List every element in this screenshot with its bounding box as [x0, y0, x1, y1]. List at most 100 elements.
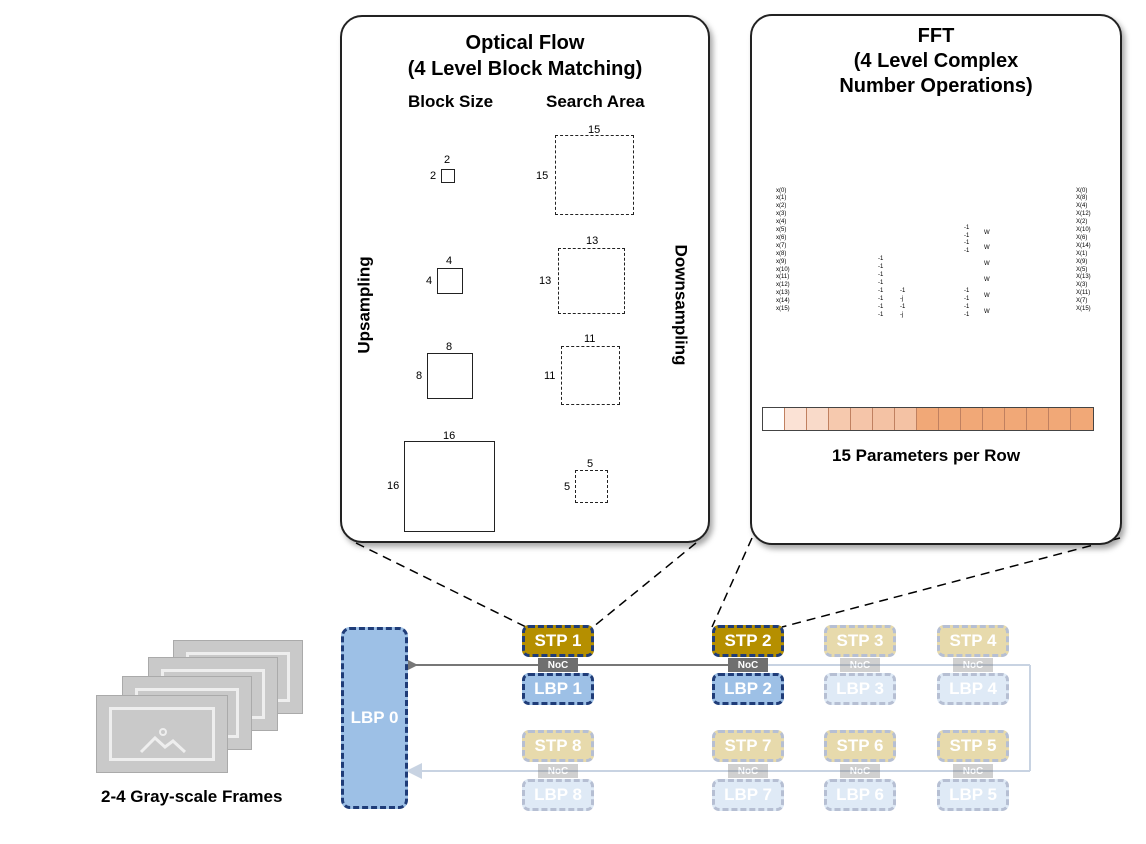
fft-output-label: X(7) — [1076, 298, 1088, 305]
lbp-node-top-1: LBP 1 — [522, 673, 594, 705]
search-square-13 — [558, 248, 625, 314]
block-square-2 — [441, 169, 455, 183]
fft-minus-one: -1 — [878, 303, 884, 310]
fft-output-label: X(8) — [1076, 195, 1088, 202]
parameter-cell — [851, 408, 873, 430]
parameter-cell — [873, 408, 895, 430]
fft-input-label: x(6) — [776, 234, 787, 241]
parameter-cell — [1027, 408, 1049, 430]
fft-minus-one: -1 — [878, 272, 884, 278]
fft-subtitle-line2: Number Operations) — [839, 75, 1033, 97]
search-13-top-label: 13 — [586, 235, 599, 247]
fft-output-label: X(4) — [1076, 203, 1088, 210]
stp-node-top-2: STP 2 — [712, 625, 784, 657]
fft-input-label: x(3) — [776, 211, 787, 218]
fft-input-label: x(1) — [776, 195, 787, 202]
fft-output-label: X(6) — [1076, 234, 1088, 241]
block-16-top-label: 16 — [443, 430, 456, 442]
fft-output-label: X(2) — [1076, 219, 1088, 226]
fft-minus-j: -1 — [900, 287, 906, 294]
optical-flow-subtitle: (4 Level Block Matching) — [407, 58, 643, 80]
fft-panel: FFT (4 Level Complex Number Operations) — [750, 14, 1122, 545]
search-11-left-label: 11 — [544, 370, 556, 382]
noc-router: NoC — [953, 764, 993, 778]
optical-flow-panel: Optical Flow (4 Level Block Matching) Bl… — [340, 15, 710, 543]
zoom-line-of-left — [355, 542, 527, 628]
fft-twiddle: W — [984, 276, 990, 283]
parameter-cell — [895, 408, 917, 430]
fft-subtitle-line1: (4 Level Complex — [853, 50, 1019, 72]
fft-output-label: X(5) — [1076, 266, 1088, 273]
search-15-left-label: 15 — [536, 170, 549, 182]
fft-output-label: X(9) — [1076, 258, 1088, 265]
block-4-top-label: 4 — [446, 255, 453, 267]
parameter-cell — [1005, 408, 1027, 430]
image-icon — [139, 728, 187, 754]
block-square-4 — [437, 268, 463, 294]
block-size-header: Block Size — [408, 92, 494, 111]
stp-node-bottom-1: STP 8 — [522, 730, 594, 762]
fft-input-label: x(14) — [776, 298, 790, 305]
fft-minus-one: -1 — [878, 311, 884, 318]
stp-node-bottom-2: STP 7 — [712, 730, 784, 762]
block-square-16 — [404, 441, 495, 532]
search-15-top-label: 15 — [588, 124, 601, 136]
fft-twiddle: W — [984, 292, 990, 299]
noc-router: NoC — [728, 658, 768, 672]
parameter-cell — [1071, 408, 1093, 430]
lbp-node-top-3: LBP 3 — [824, 673, 896, 705]
fft-output-label: X(0) — [1076, 187, 1088, 194]
search-13-left-label: 13 — [539, 275, 552, 287]
noc-router: NoC — [840, 764, 880, 778]
lbp-node-top-2: LBP 2 — [712, 673, 784, 705]
fft-input-label: x(5) — [776, 227, 787, 233]
search-square-5 — [575, 470, 608, 503]
lbp-node-bottom-4: LBP 5 — [937, 779, 1009, 811]
search-area-header: Search Area — [546, 92, 645, 111]
fft-minus-one-stage3: -1 — [964, 232, 970, 239]
fft-output-label: X(14) — [1076, 242, 1091, 249]
fft-input-label: x(10) — [776, 266, 790, 273]
fft-input-label: x(4) — [776, 219, 787, 226]
fft-minus-one-stage3: -1 — [964, 240, 970, 247]
fft-input-label: x(11) — [776, 274, 790, 281]
parameter-cell — [983, 408, 1005, 430]
block-2-top-label: 2 — [444, 154, 451, 166]
downsampling-label: Downsampling — [671, 244, 691, 366]
search-11-top-label: 11 — [584, 333, 596, 345]
lbp-node-bottom-2: LBP 7 — [712, 779, 784, 811]
block-square-8 — [427, 353, 473, 399]
parameter-cell — [961, 408, 983, 430]
zoom-line-of-right — [592, 542, 697, 628]
noc-router: NoC — [728, 764, 768, 778]
stp-node-top-1: STP 1 — [522, 625, 594, 657]
noc-router: NoC — [953, 658, 993, 672]
block-4-left-label: 4 — [426, 275, 433, 287]
zoom-line-fft-right — [781, 537, 1121, 628]
fft-minus-j: -1 — [900, 303, 906, 310]
block-16-left-label: 16 — [387, 480, 400, 492]
fft-input-label: x(0) — [776, 187, 787, 194]
parameter-row — [762, 407, 1094, 431]
lbp-node-top-4: LBP 4 — [937, 673, 1009, 705]
stp-node-top-3: STP 3 — [824, 625, 896, 657]
parameter-cell — [829, 408, 851, 430]
fft-input-label: x(7) — [776, 242, 787, 249]
fft-input-label: x(12) — [776, 282, 790, 289]
block-8-top-label: 8 — [446, 341, 453, 353]
fft-twiddle: W — [984, 308, 990, 315]
upsampling-label: Upsampling — [354, 256, 374, 354]
fft-output-label: X(15) — [1076, 306, 1091, 312]
fft-minus-one-stage3: -1 — [964, 287, 970, 294]
fft-minus-j: -j — [900, 311, 904, 318]
parameter-cell — [763, 408, 785, 430]
block-2-left-label: 2 — [430, 170, 437, 182]
fft-minus-one: -1 — [878, 256, 884, 263]
noc-router: NoC — [538, 658, 578, 672]
params-caption: 15 Parameters per Row — [832, 446, 1021, 465]
search-square-11 — [561, 346, 620, 405]
fft-input-label: x(9) — [776, 258, 787, 265]
fft-minus-one-stage3: -1 — [964, 303, 970, 310]
parameter-cell — [917, 408, 939, 430]
fft-minus-j: -j — [900, 295, 904, 302]
